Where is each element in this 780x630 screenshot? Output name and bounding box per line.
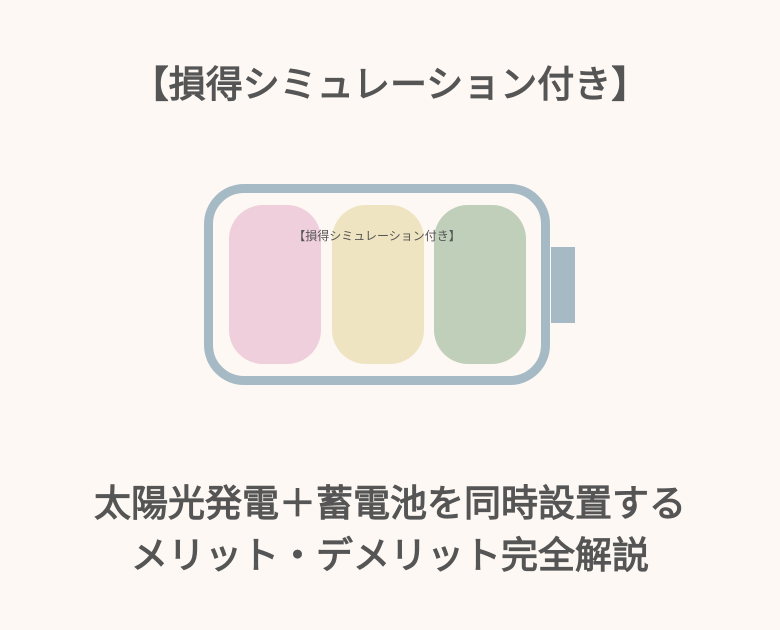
battery-cell-yellow	[332, 205, 424, 364]
main-title: 太陽光発電＋蓄電池を同時設置する メリット・デメリット完全解説	[0, 478, 780, 582]
battery-cell-pink	[229, 205, 321, 364]
battery-cell-green	[434, 205, 526, 364]
battery-label: 【損得シミュレーション付き】	[293, 229, 461, 243]
battery-terminal	[551, 247, 575, 323]
main-title-line-2: メリット・デメリット完全解説	[131, 534, 649, 577]
subtitle-heading: 【損得シミュレーション付き】	[131, 63, 649, 106]
main-title-line-1: 太陽光発電＋蓄電池を同時設置する	[94, 482, 686, 525]
